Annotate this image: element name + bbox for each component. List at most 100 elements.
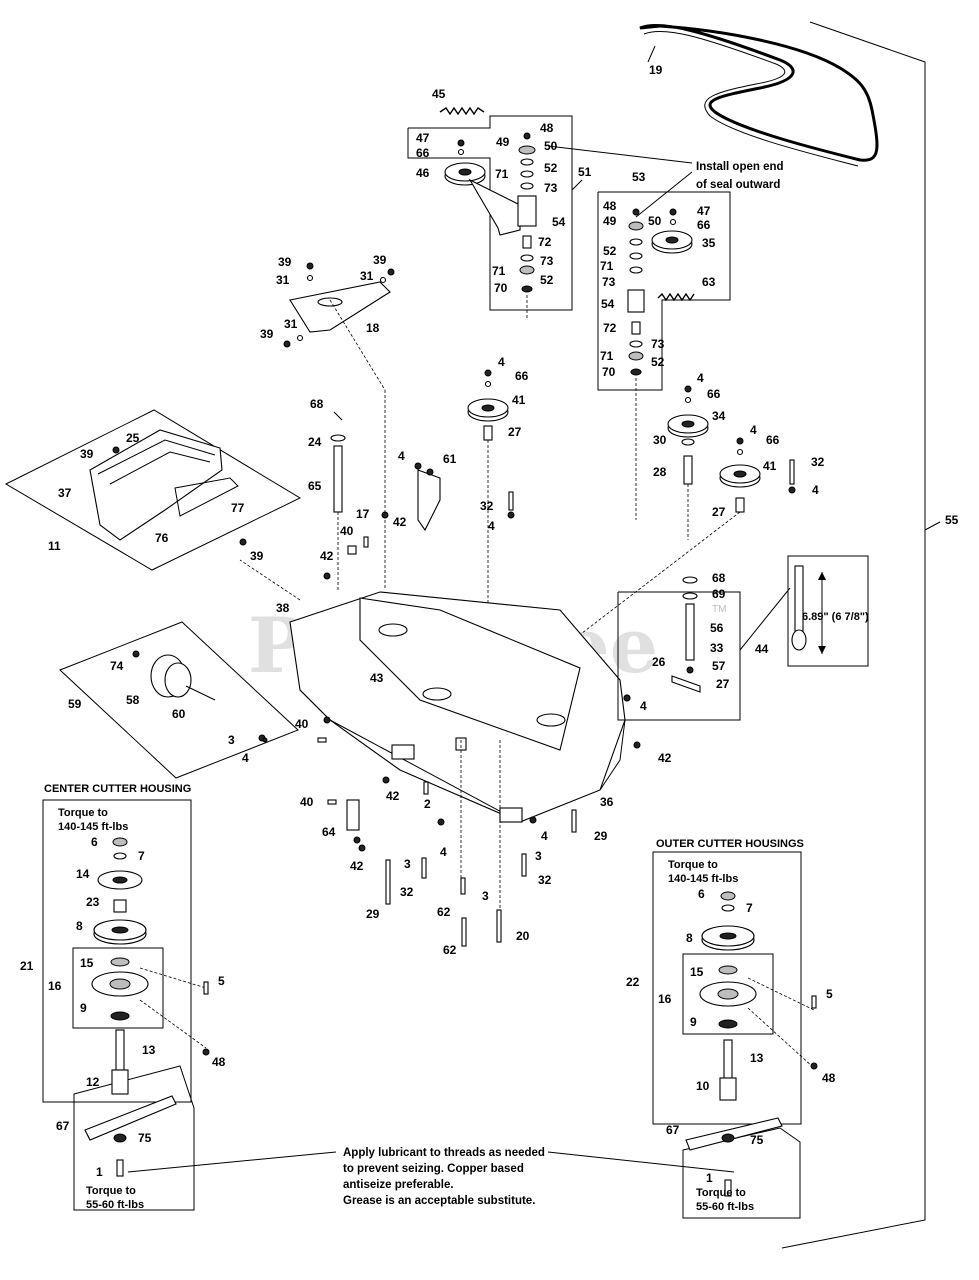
rod-65 <box>333 445 343 513</box>
callout: 71 <box>492 264 506 278</box>
callout: 31 <box>276 273 290 287</box>
center-torque-bottom-2: 55-60 ft-lbs <box>86 1199 144 1211</box>
callout: 43 <box>370 671 384 685</box>
belt-19 <box>639 23 879 162</box>
callout: 53 <box>632 170 646 184</box>
callout: 71 <box>600 349 614 363</box>
callout: 41 <box>763 459 777 473</box>
callout: 52 <box>544 161 558 175</box>
bracket-18 <box>289 281 391 333</box>
idler-box-51 <box>407 115 573 311</box>
callout: 4 <box>697 371 704 385</box>
center-torque-top-2: 140-145 ft-lbs <box>58 821 128 833</box>
bracket-76 <box>174 477 239 517</box>
callout: 76 <box>155 531 169 545</box>
spring-63 <box>657 292 695 302</box>
callout: 65 <box>308 479 322 493</box>
callout: 7 <box>746 901 753 915</box>
callout: 49 <box>496 135 510 149</box>
callout: 40 <box>300 795 314 809</box>
bolt-47 <box>457 139 465 147</box>
callout: 10 <box>696 1079 710 1093</box>
pin-26 <box>671 675 701 693</box>
callout: 13 <box>750 1051 764 1065</box>
center-cutter-box-21 <box>42 799 192 1103</box>
callout: 4 <box>750 423 757 437</box>
callout: 46 <box>416 166 430 180</box>
callout: 39 <box>260 327 274 341</box>
lube-note-1: Apply lubricant to threads as needed <box>343 1147 545 1159</box>
callout: 52 <box>603 244 617 258</box>
idler-box-53 <box>597 191 731 391</box>
callout: 42 <box>320 549 334 563</box>
callout: 48 <box>822 1071 836 1085</box>
callout: 6 <box>91 835 98 849</box>
callout: 52 <box>651 355 665 369</box>
outer-torque-bottom-1: Torque to <box>696 1187 746 1199</box>
seal-note-2: of seal outward <box>696 179 780 191</box>
blade-box-a <box>73 1065 195 1211</box>
callout: 44 <box>755 642 769 656</box>
callout: 28 <box>653 465 667 479</box>
callout: 4 <box>242 751 249 765</box>
callout: 29 <box>594 829 608 843</box>
callout: 5 <box>218 974 225 988</box>
callout: 64 <box>322 825 336 839</box>
callout: 15 <box>690 965 704 979</box>
callout: 40 <box>340 524 354 538</box>
callout: 72 <box>538 235 552 249</box>
callout: 75 <box>138 1131 152 1145</box>
callout: 40 <box>295 717 309 731</box>
center-torque-bottom-1: Torque to <box>86 1185 136 1197</box>
callout: 29 <box>366 907 380 921</box>
cover-box-11 <box>4 409 302 571</box>
spindle-shaft-12 <box>115 1029 125 1071</box>
callout: 66 <box>766 433 780 447</box>
callout: 9 <box>690 1015 697 1029</box>
callout: 73 <box>602 275 616 289</box>
callout: 38 <box>276 601 290 615</box>
callout: 55 <box>945 513 959 527</box>
callout-labels: 19 45 47 66 46 48 49 50 52 71 73 51 54 7… <box>20 63 959 1185</box>
callout: 24 <box>308 435 322 449</box>
watermark-tm: TM <box>712 604 726 615</box>
callout: 4 <box>812 483 819 497</box>
callout: 62 <box>443 943 457 957</box>
callout: 32 <box>480 499 494 513</box>
callout: 73 <box>651 337 665 351</box>
callout: 26 <box>652 655 666 669</box>
lube-note-4: Grease is an acceptable substitute. <box>343 1195 535 1207</box>
callout: 15 <box>80 956 94 970</box>
callout: 59 <box>68 697 82 711</box>
rod-56 <box>685 603 695 661</box>
callout: 39 <box>80 447 94 461</box>
callout: 27 <box>712 505 726 519</box>
callout: 23 <box>86 895 100 909</box>
callout: 3 <box>535 849 542 863</box>
callout: 16 <box>48 979 62 993</box>
callout: 42 <box>658 751 672 765</box>
leader-19 <box>647 45 656 63</box>
callout: 8 <box>686 931 693 945</box>
callout: 50 <box>544 139 558 153</box>
washer-66 <box>457 148 465 156</box>
callout: 52 <box>540 273 554 287</box>
callout: 32 <box>400 885 414 899</box>
callout: 41 <box>512 393 526 407</box>
callout: 27 <box>508 425 522 439</box>
spindle-shaft-10 <box>719 1077 737 1101</box>
callout: 5 <box>826 987 833 1001</box>
callout: 54 <box>552 215 566 229</box>
callout: 48 <box>212 1055 226 1069</box>
callout: 9 <box>80 1001 87 1015</box>
callout: 71 <box>495 167 509 181</box>
callout: 58 <box>126 693 140 707</box>
blade-67a <box>84 1095 177 1141</box>
callout: 42 <box>386 789 400 803</box>
callout: 61 <box>443 452 457 466</box>
leader-55 <box>924 521 941 531</box>
callout: 42 <box>393 515 407 529</box>
callout: 11 <box>48 539 61 553</box>
blade-box-b <box>682 1127 801 1219</box>
callout: 68 <box>310 397 324 411</box>
